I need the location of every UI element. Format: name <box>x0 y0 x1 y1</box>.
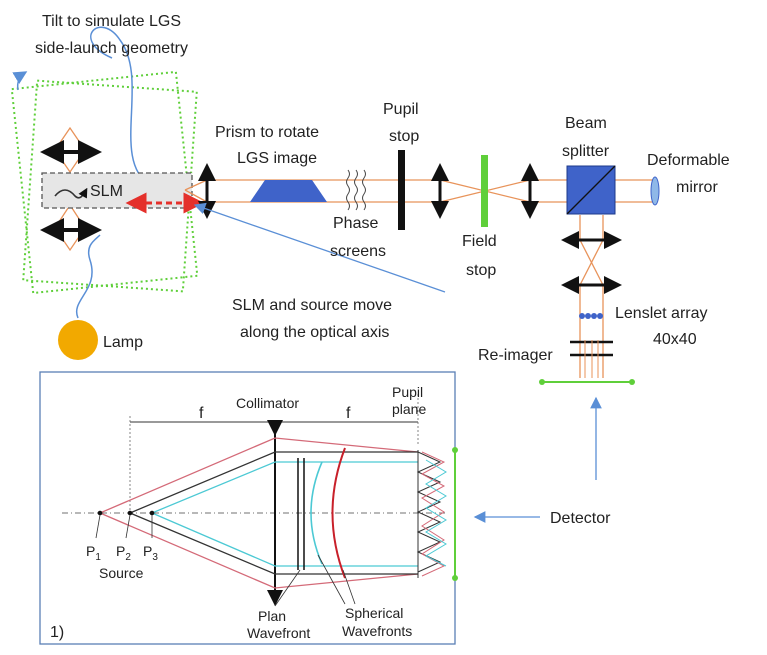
source-point-p2 <box>127 510 133 516</box>
lamp-label: Lamp <box>103 334 143 351</box>
pupil-stop-label-line1: Pupil <box>383 101 419 118</box>
p2-label: P2 <box>116 543 131 563</box>
reimager-label: Re-imager <box>478 347 553 364</box>
spherical-wavefronts-label-line1: Spherical <box>345 605 403 621</box>
phase-label-line2: screens <box>330 243 386 260</box>
plan-wavefront-label-line1: Plan <box>258 608 286 624</box>
slm-wave-icon <box>54 187 88 199</box>
detector-label: Detector <box>550 510 611 527</box>
prism-label-line1: Prism to rotate <box>215 124 319 141</box>
dm-label-line1: Deformable <box>647 152 730 169</box>
inset-rays <box>99 437 419 589</box>
beam-splitter-icon <box>566 165 616 215</box>
pupil-stop-label-line2: stop <box>389 128 419 145</box>
lenslet-label-line2: 40x40 <box>653 331 697 348</box>
tilt-label-line2: side-launch geometry <box>35 40 188 57</box>
panel-number-label: 1) <box>50 624 64 641</box>
inset-detector-end-bottom <box>452 575 458 581</box>
slm-move-label-line1: SLM and source move <box>232 297 392 314</box>
slm-move-label-line2: along the optical axis <box>240 324 389 341</box>
prism-label-line2: LGS image <box>237 150 317 167</box>
inset-detector-end-top <box>452 447 458 453</box>
inset-panel <box>39 371 456 645</box>
beam-splitter-label-line2: splitter <box>562 143 610 160</box>
source-point-p1 <box>97 510 103 516</box>
f-right-label: f <box>346 405 351 422</box>
reimager-rays <box>584 340 599 378</box>
spherical-wavefront-red <box>331 447 346 579</box>
collimator-label: Collimator <box>236 395 299 411</box>
lamp-icon <box>58 320 98 360</box>
pupil-plane-label-line1: Pupil <box>392 384 423 400</box>
tilt-label-line1: Tilt to simulate LGS <box>42 13 181 30</box>
spherical-leader-1 <box>317 554 346 605</box>
lenslet-array-icon <box>579 313 603 319</box>
p2-leader <box>125 514 131 539</box>
lamp-optics <box>40 126 102 252</box>
phase-label-line1: Phase <box>333 215 378 232</box>
dm-label-line2: mirror <box>676 179 718 196</box>
spherical-leader-2 <box>342 569 356 605</box>
source-point-p3 <box>149 510 155 516</box>
detector-end-right <box>629 379 635 385</box>
source-label: Source <box>99 565 144 581</box>
main-beam <box>184 179 655 378</box>
field-stop-label-line2: stop <box>466 262 496 279</box>
spherical-wavefronts-label-line2: Wavefronts <box>342 623 412 639</box>
spherical-wavefront-cyan <box>310 461 323 565</box>
f-left-label: f <box>199 405 204 422</box>
plan-leader <box>274 569 301 607</box>
deformable-mirror-icon <box>650 176 660 206</box>
p3-label: P3 <box>143 543 158 563</box>
tilt-arrow-icon <box>12 71 28 91</box>
p1-leader <box>95 514 101 539</box>
lamp-cable-line <box>75 234 101 319</box>
field-stop-label-line1: Field <box>462 233 497 250</box>
p1-label: P1 <box>86 543 101 563</box>
detector-end-left <box>539 379 545 385</box>
slm-move-pointer <box>193 202 446 293</box>
slm-label: SLM <box>90 183 123 200</box>
pupil-stop-icon <box>398 150 405 230</box>
phase-screens-icon <box>346 169 366 211</box>
prism-icon <box>250 180 327 202</box>
pupil-plane-label-line2: plane <box>392 401 426 417</box>
field-stop-icon <box>481 155 488 227</box>
beam-splitter-label-line1: Beam <box>565 115 607 132</box>
plan-wavefront-label-line2: Wavefront <box>247 625 310 641</box>
lenslet-label-line1: Lenslet array <box>615 305 708 322</box>
